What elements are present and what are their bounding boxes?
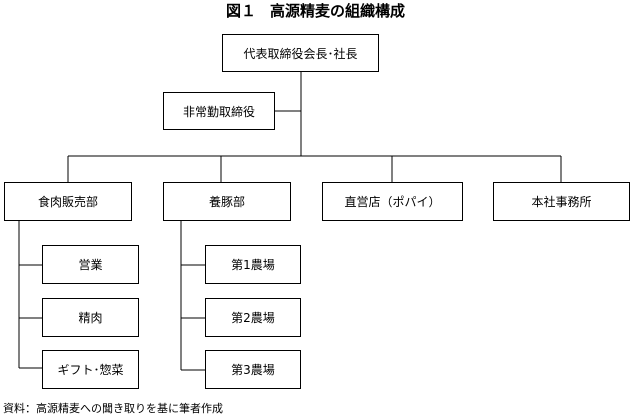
business-box: 営業: [42, 245, 139, 284]
head-office-box: 本社事務所: [493, 182, 630, 221]
farm2-box: 第2農場: [205, 298, 301, 337]
ceo-box: 代表取締役会長･社長: [222, 34, 379, 72]
figure-title: 図１ 高源精麦の組織構成: [0, 0, 631, 22]
figure-number: 図１: [225, 2, 256, 20]
meat-processing-box: 精肉: [42, 298, 139, 337]
source-note: 資料：高源精麦への聞き取りを基に筆者作成: [3, 402, 223, 415]
farm1-box: 第1農場: [205, 245, 301, 284]
gifts-deli-box: ギフト･惣菜: [42, 350, 139, 389]
direct-store-box: 直営店（ポパイ）: [322, 182, 463, 221]
director-box: 非常勤取締役: [163, 92, 275, 130]
meat-sales-box: 食肉販売部: [4, 182, 132, 221]
farm3-box: 第3農場: [205, 350, 301, 389]
pig-farming-box: 養豚部: [163, 182, 291, 221]
figure-title-text: 高源精麦の組織構成: [270, 2, 406, 20]
